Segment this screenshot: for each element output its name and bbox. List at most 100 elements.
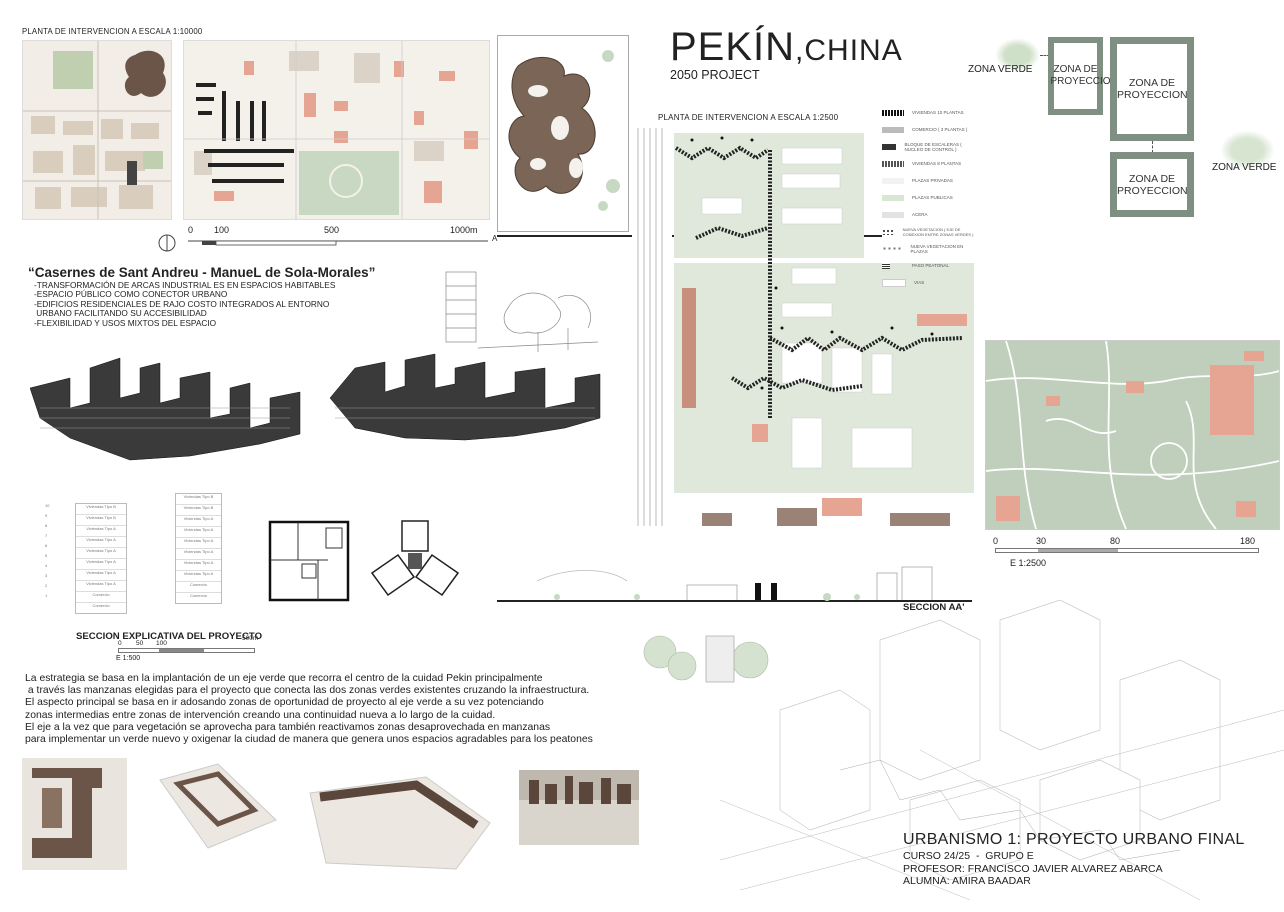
scale-tick: 500m <box>242 635 259 642</box>
legend-swatch <box>882 160 904 167</box>
title-suffix: ,CHINA <box>795 34 903 67</box>
legend-swatch <box>882 109 904 116</box>
scale-bar-2500: 0 30 80 180 E 1:2500 <box>990 536 1260 570</box>
floor-row: Viviendas Tipo A <box>176 560 221 571</box>
section-block-right: Viviendas Tipo B Viviendas Tipo B Vivien… <box>175 493 222 604</box>
level-label: 1 <box>45 593 48 598</box>
axonometric-model-left <box>29 348 310 468</box>
scale-tick: 100 <box>156 640 167 647</box>
scale-tick-100: 100 <box>214 225 230 235</box>
floor-plan-b <box>368 515 463 610</box>
legend-item: BLOQUE DE ESCALERAS ( NUCLEO DE CONTROL … <box>882 138 977 155</box>
floor-row: Viviendas Tipo A <box>76 570 126 581</box>
tree-cluster-right <box>1220 130 1275 170</box>
axonometric-right-graphic <box>329 353 601 441</box>
legend-swatch <box>882 262 890 269</box>
legend-item: NUEVA VEGETACION ( EJE DE CONEXION ENTRE… <box>882 223 977 240</box>
zona-proyeccion-small-label: ZONA DE PROYECCION <box>1050 64 1118 87</box>
legend-swatch <box>882 278 906 287</box>
legend-swatch <box>882 245 903 252</box>
section-proj-diagram: 10 9 8 7 6 5 4 3 2 1 Viviendas Tipo B Vi… <box>45 493 222 628</box>
model-photo-2-graphic <box>159 763 277 849</box>
project-title: PEKÍN,CHINA <box>670 25 903 70</box>
section-scale-label: E 1:500 <box>116 655 141 662</box>
model-photo-2 <box>158 760 278 852</box>
sketch-graphic <box>508 50 620 211</box>
legend-item: PLAZAS PUBLICAS <box>882 189 977 206</box>
plan-legend: VIVIENDAS 10 PLANTAS COMERCIO ( 3 PLANTA… <box>882 104 977 291</box>
plan-10000-right-map <box>183 40 490 220</box>
reference-bullet: -ESPACIO PÚBLICO COMO CONECTOR URBANO <box>34 289 228 300</box>
legend-label: ACERA <box>912 212 928 217</box>
section-levels: 10 9 8 7 6 5 4 3 2 1 <box>45 503 55 603</box>
floor-row: Viviendas Tipo A <box>76 581 126 592</box>
section-mark-a: A <box>492 234 498 243</box>
model-photo-3-graphic <box>309 776 491 870</box>
zona-proyeccion-bottom: ZONA DE PROYECCION <box>1110 152 1194 217</box>
credits-title: URBANISMO 1: PROYECTO URBANO FINAL <box>903 831 1245 848</box>
park-map-graphic <box>985 340 1280 530</box>
tree-sketch <box>640 630 780 690</box>
plan-2500-graphic <box>632 128 974 526</box>
scale-bar-10000: 0 100 500 1000m <box>158 225 488 253</box>
level-label: 6 <box>45 543 48 548</box>
level-label: 4 <box>45 563 48 568</box>
floor-row: Viviendas Tipo A <box>176 571 221 582</box>
legend-label: VIAS <box>914 280 925 285</box>
reference-sketch-graphic <box>445 271 599 352</box>
floor-row: Viviendas Tipo A <box>76 537 126 548</box>
plan-10000-label: PLANTA DE INTERVENCION A ESCALA 1:10000 <box>22 27 203 36</box>
floor-plan-a <box>268 520 350 602</box>
level-label: 9 <box>45 513 48 518</box>
legend-swatch <box>882 177 904 184</box>
legend-label: VIVIENDAS 10 PLANTAS <box>912 110 964 115</box>
scale-tick-80: 80 <box>1110 536 1121 546</box>
floor-row: Viviendas Tipo A <box>76 548 126 559</box>
model-photo-1 <box>22 758 127 870</box>
plan-10000-left-map <box>22 40 172 220</box>
plan-2500-map <box>632 128 982 526</box>
description-line: a través las manzanas elegidas para el p… <box>25 685 590 697</box>
model-photo-4 <box>519 770 639 845</box>
legend-label: NUEVA VEGETACION EN PLAZAS <box>910 243 964 254</box>
tree-sketch-graphic <box>643 635 769 683</box>
reference-sketch <box>438 268 606 356</box>
description-line: El eje a la vez que para vegetación se a… <box>25 721 551 733</box>
legend-label: COMERCIO ( 3 PLANTAS ) <box>912 127 968 132</box>
level-label: 8 <box>45 523 48 528</box>
level-label: 10 <box>45 503 50 508</box>
floor-row: Viviendas Tipo B <box>176 505 221 516</box>
legend-label: PLAZAS PRIVADAS <box>912 178 953 183</box>
park-map <box>985 340 1280 530</box>
reference-bullet: URBANO FACILITANDO SU ACCESIBILIDAD <box>34 308 207 319</box>
title-main: PEKÍN <box>670 25 796 69</box>
project-subtitle: 2050 PROJECT <box>670 68 760 82</box>
legend-label: NUEVA VEGETACION ( EJE DE CONEXION ENTRE… <box>902 226 974 237</box>
zona-verde-left-label: ZONA VERDE <box>968 64 1033 75</box>
legend-swatch <box>882 126 904 133</box>
section-aa-graphic <box>497 566 972 602</box>
scale-tick: 0 <box>118 640 122 647</box>
section-aa-drawing <box>497 563 972 609</box>
floor-row: Viviendas Tipo A <box>176 516 221 527</box>
reference-bullet: -FLEXIBILIDAD Y USOS MIXTOS DEL ESPACIO <box>34 317 217 328</box>
level-label: 7 <box>45 533 48 538</box>
scale-tick-500: 500 <box>324 225 340 235</box>
floor-plan-b-graphic <box>370 520 460 597</box>
legend-item: ACERA <box>882 206 977 223</box>
legend-label: VIVIENDAS 8 PLANTAS <box>912 161 962 166</box>
credits-student: ALUMNA: AMIRA BAADAR <box>903 875 1031 887</box>
plan-2500-label: PLANTA DE INTERVENCION A ESCALA 1:2500 <box>658 113 839 122</box>
section-proj-label: SECCION EXPLICATIVA DEL PROYECTO <box>76 631 263 642</box>
floor-row: Comercio <box>76 592 126 603</box>
zone-connector-1 <box>1040 55 1050 56</box>
floor-row: Viviendas Tipo B <box>76 504 126 515</box>
floor-plan-a-graphic <box>268 520 350 602</box>
city-axonometric-graphic <box>719 599 1284 901</box>
zona-proyeccion-small: ZONA DE PROYECCION <box>1048 37 1118 115</box>
legend-swatch <box>882 228 895 235</box>
description-line: El aspecto principal se basa en ir adosa… <box>25 697 544 709</box>
floor-row: Viviendas Tipo B <box>176 494 221 505</box>
zona-proyeccion-bottom-label: ZONA DE PROYECCION <box>1117 172 1188 197</box>
model-photo-1-graphic <box>32 768 102 858</box>
